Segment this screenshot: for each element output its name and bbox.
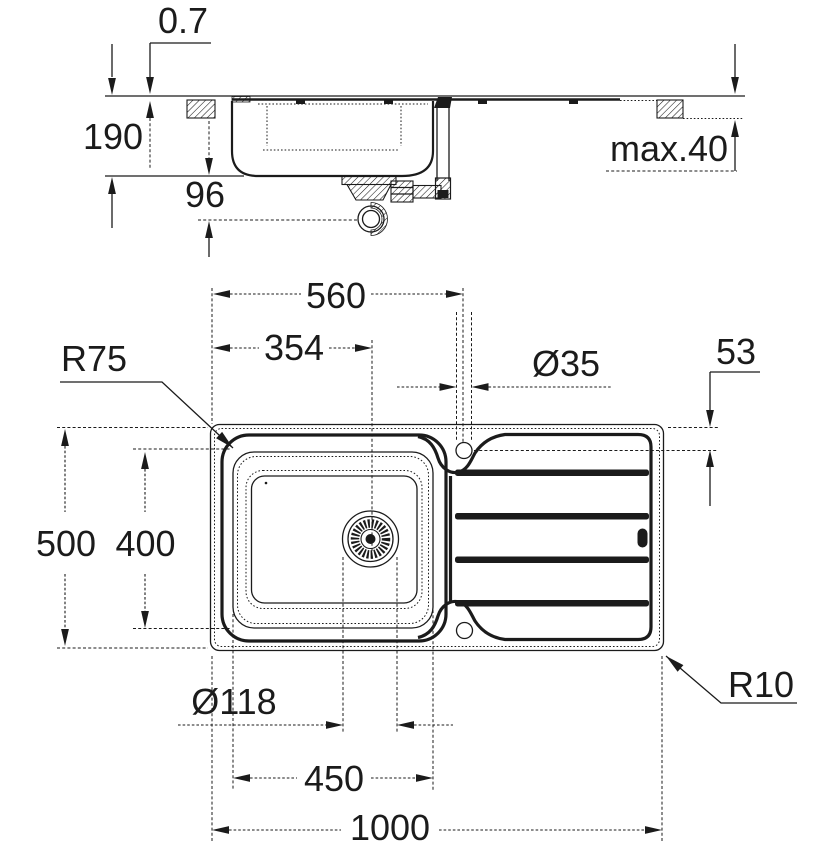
dim-bowl-radius-label: R75 <box>61 338 127 379</box>
dim-overall-width-label: 1000 <box>350 807 430 848</box>
dim-tap-from-rear: 53 <box>706 331 760 506</box>
drain-flange <box>341 175 397 186</box>
trap-body <box>357 205 385 233</box>
worktop-hatch-left <box>186 96 251 119</box>
mounting-clips <box>296 99 578 104</box>
dim-bowl-inner-depth-label: 400 <box>115 523 175 564</box>
dim-trap-clearance-label: 96 <box>185 174 225 215</box>
drain-trap-assembly <box>341 97 452 236</box>
dim-bowl-depth-label: 190 <box>83 116 143 157</box>
sink-inner-edge <box>214 428 660 647</box>
dim-overall-width: 1000 <box>212 807 662 848</box>
dim-drain-hole: Ø118 <box>178 681 453 729</box>
bowl-rim-edge <box>232 451 434 629</box>
dim-bowl-radius: R75 <box>60 338 234 449</box>
dim-corner-radius: R10 <box>665 655 797 705</box>
drain-strainer <box>341 510 400 568</box>
bowl-hidden-edges <box>258 103 428 151</box>
dim-rim-height: 0.7 <box>146 0 211 168</box>
dim-tap-hole: Ø35 <box>397 343 612 391</box>
trap-hatch-ring <box>370 202 388 236</box>
dim-bowl-inner-depth: 400 <box>115 452 176 628</box>
worktop-hatch-right <box>656 99 684 119</box>
dim-drain-hole-label: Ø118 <box>191 681 276 722</box>
bowl-section-outline <box>230 101 435 178</box>
dim-drain-from-left-label: 354 <box>264 327 324 368</box>
dim-drain-from-left: 354 <box>213 327 372 368</box>
bowl-flat-bottom <box>250 475 418 604</box>
drainboard-outline <box>417 432 653 642</box>
sink-outer-outline <box>209 423 665 652</box>
dim-worktop-thickness: max.40 <box>606 44 739 172</box>
bowl-slope-hidden <box>245 470 423 609</box>
standpipe-cap <box>434 97 452 108</box>
dim-tap-from-left: 560 <box>213 275 463 316</box>
dim-trap-clearance: 96 <box>185 121 357 257</box>
hanging-slot <box>637 528 648 548</box>
drain-elbow-nut <box>390 180 414 203</box>
dim-worktop-thickness-label: max.40 <box>610 128 728 169</box>
dim-bowl-inner-width-label: 450 <box>304 758 364 799</box>
tap-hole-rear <box>455 441 473 460</box>
bowl-rim-hidden <box>237 456 429 624</box>
section-view: 0.7 190 96 max.40 <box>83 0 745 257</box>
dim-bowl-inner-width: 450 <box>233 758 433 799</box>
dim-tap-from-left-label: 560 <box>306 275 366 316</box>
drainboard-ribs <box>455 469 649 607</box>
dim-bowl-depth: 190 <box>83 44 143 228</box>
drain-funnel <box>346 183 392 201</box>
dim-overall-depth: 500 <box>36 429 96 646</box>
tap-hole-front <box>455 621 474 640</box>
plan-view: 560 354 Ø35 53 R75 <box>36 275 797 848</box>
dim-tap-from-rear-label: 53 <box>716 331 756 372</box>
extension-lines <box>57 288 718 841</box>
dim-rim-height-label: 0.7 <box>158 0 208 41</box>
dim-overall-depth-label: 500 <box>36 523 96 564</box>
bowl-outline <box>220 433 448 643</box>
dim-corner-radius-label: R10 <box>728 664 794 705</box>
dim-tap-hole-label: Ø35 <box>532 343 600 384</box>
